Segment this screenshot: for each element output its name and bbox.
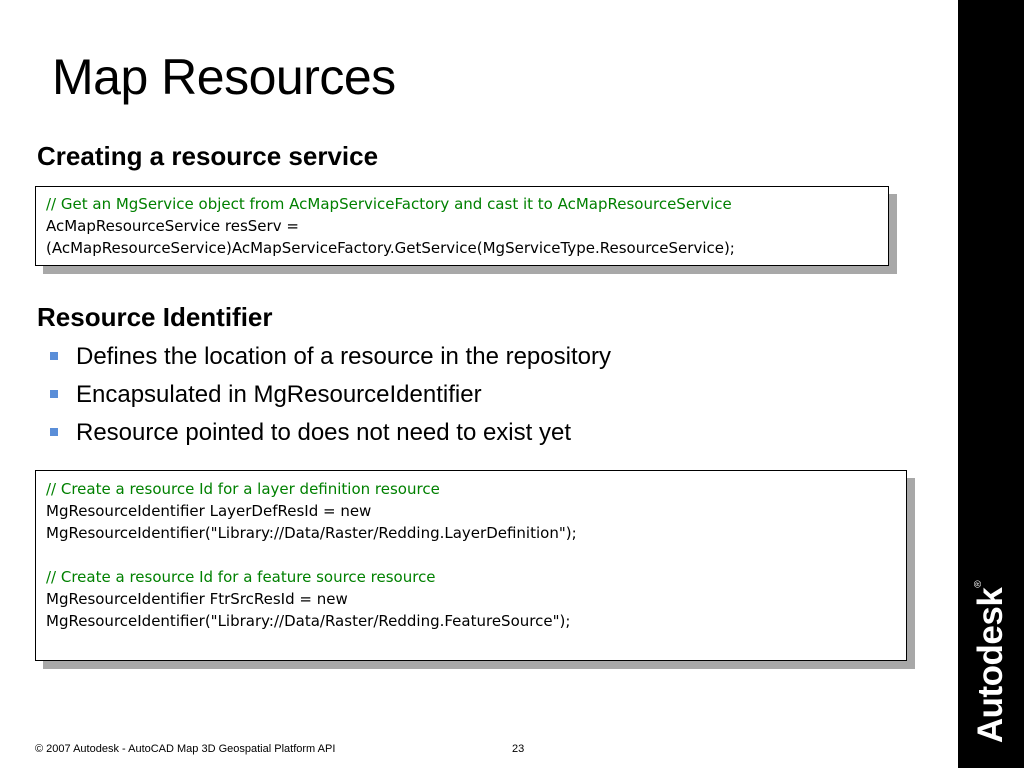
bullet-list: Defines the location of a resource in th… bbox=[50, 339, 611, 453]
square-bullet-icon bbox=[50, 428, 58, 436]
page-number: 23 bbox=[512, 743, 525, 755]
slide-title: Map Resources bbox=[52, 49, 396, 105]
code-line: // Create a resource Id for a feature so… bbox=[46, 568, 436, 586]
brand-sidebar bbox=[958, 0, 1024, 768]
code-line: // Get an MgService object from AcMapSer… bbox=[46, 195, 732, 213]
bullet-text: Defines the location of a resource in th… bbox=[76, 343, 611, 370]
section-heading-resource-service: Creating a resource service bbox=[37, 141, 379, 171]
code-line: AcMapResourceService resServ = bbox=[46, 217, 299, 235]
code-block-resource-service: // Get an MgService object from AcMapSer… bbox=[35, 186, 889, 266]
section-heading-resource-identifier: Resource Identifier bbox=[37, 302, 273, 332]
registered-mark: ® bbox=[973, 580, 984, 588]
footer-copyright: © 2007 Autodesk - AutoCAD Map 3D Geospat… bbox=[35, 743, 336, 755]
code-line: MgResourceIdentifier LayerDefResId = new bbox=[46, 502, 372, 520]
code-line: // Create a resource Id for a layer defi… bbox=[46, 480, 440, 498]
square-bullet-icon bbox=[50, 390, 58, 398]
square-bullet-icon bbox=[50, 352, 58, 360]
code-block-resource-identifier: // Create a resource Id for a layer defi… bbox=[35, 470, 907, 661]
list-item: Defines the location of a resource in th… bbox=[50, 339, 611, 377]
logo-text: Autodesk bbox=[971, 587, 1010, 744]
code-line: MgResourceIdentifier("Library://Data/Ras… bbox=[46, 612, 571, 630]
bullet-text: Resource pointed to does not need to exi… bbox=[76, 419, 571, 446]
list-item: Encapsulated in MgResourceIdentifier bbox=[50, 377, 611, 415]
code-blank-line bbox=[46, 544, 896, 566]
code-line: MgResourceIdentifier("Library://Data/Ras… bbox=[46, 524, 577, 542]
code-line: MgResourceIdentifier FtrSrcResId = new bbox=[46, 590, 348, 608]
autodesk-logo: Autodesk® bbox=[971, 581, 1011, 743]
bullet-text: Encapsulated in MgResourceIdentifier bbox=[76, 381, 482, 408]
code-line: (AcMapResourceService)AcMapServiceFactor… bbox=[46, 239, 735, 257]
list-item: Resource pointed to does not need to exi… bbox=[50, 415, 611, 453]
